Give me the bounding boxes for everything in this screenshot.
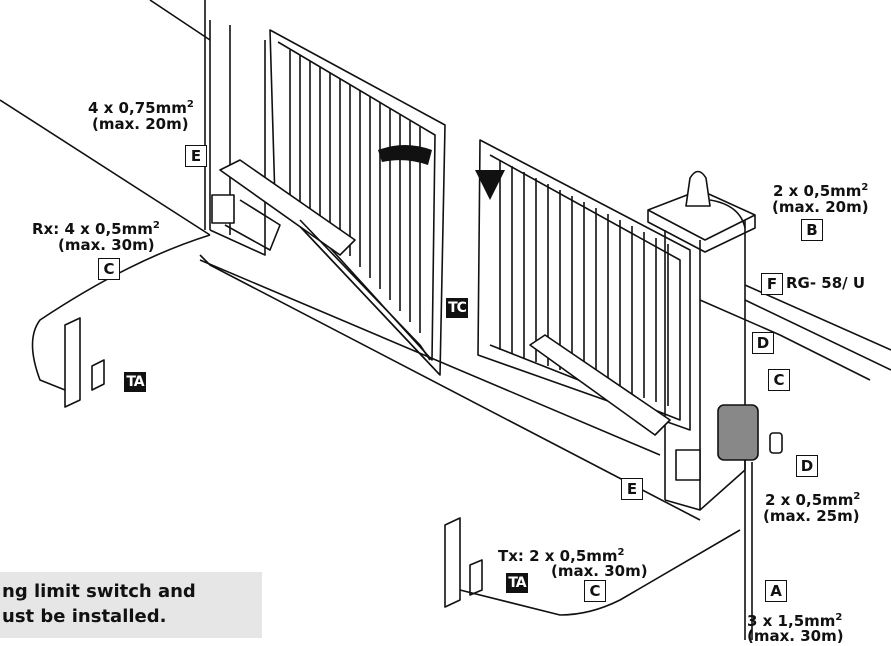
marker-e-left: E xyxy=(185,145,207,167)
cable-tx xyxy=(459,529,741,616)
installation-note-line-1: ng limit switch and xyxy=(2,581,196,602)
photocell-post-left xyxy=(64,317,81,408)
marker-a: A xyxy=(765,580,787,602)
installation-note: ng limit switch and ust be installed. xyxy=(0,572,262,638)
right-gate-leaf xyxy=(477,139,691,431)
cable-power xyxy=(744,460,753,640)
label-top-left-cable-length: (max. 20m) xyxy=(92,115,189,133)
label-power-cable-spec: 3 x 1,5mm2 xyxy=(747,612,843,630)
label-flash-cable-spec: 2 x 0,5mm2 xyxy=(773,182,869,200)
label-tx-cable-spec: Tx: 2 x 0,5mm2 xyxy=(498,547,625,565)
label-antenna-cable: RG- 58/ U xyxy=(786,274,866,292)
tag-tc: TC xyxy=(446,298,468,318)
wall-line-left xyxy=(0,0,211,236)
key-selector xyxy=(769,432,783,454)
pillar-cap xyxy=(647,189,756,253)
label-power-cable-length: (max. 30m) xyxy=(747,627,844,645)
label-photocell-cable-spec: 2 x 0,5mm2 xyxy=(765,491,861,509)
key-switch-left xyxy=(91,359,105,391)
label-photocell-cable-length: (max. 25m) xyxy=(763,507,860,525)
tag-ta-right: TA xyxy=(506,573,528,593)
marker-e-right: E xyxy=(621,478,643,500)
key-switch-right xyxy=(469,559,483,596)
cable-motor-left xyxy=(199,254,701,521)
cable-rx xyxy=(31,234,211,391)
marker-b: B xyxy=(801,219,823,241)
marker-d-lower: D xyxy=(796,455,818,477)
marker-c-bottom: C xyxy=(584,580,606,602)
label-rx-cable-length: (max. 30m) xyxy=(58,236,155,254)
right-gate-operator xyxy=(529,334,701,481)
ground-line-right xyxy=(744,284,891,371)
right-pillar xyxy=(664,220,746,511)
label-flash-cable-length: (max. 20m) xyxy=(772,198,869,216)
marker-d-upper: D xyxy=(752,332,774,354)
left-gate-leaf xyxy=(269,29,446,376)
marker-c-right: C xyxy=(768,369,790,391)
flash-lamp xyxy=(685,170,711,207)
control-unit xyxy=(717,404,759,461)
label-tx-cable-length: (max. 30m) xyxy=(551,562,648,580)
label-top-left-cable-spec: 4 x 0,75mm2 xyxy=(88,99,194,117)
marker-f: F xyxy=(761,273,783,295)
marker-c-left: C xyxy=(98,258,120,280)
opening-arrow-left xyxy=(378,145,432,165)
left-gate-operator xyxy=(211,159,431,361)
opening-arrow-right xyxy=(475,170,505,200)
installation-note-line-2: ust be installed. xyxy=(2,606,167,627)
label-rx-cable-spec: Rx: 4 x 0,5mm2 xyxy=(32,220,160,238)
photocell-post-right xyxy=(444,517,461,608)
tag-ta-left: TA xyxy=(124,372,146,392)
